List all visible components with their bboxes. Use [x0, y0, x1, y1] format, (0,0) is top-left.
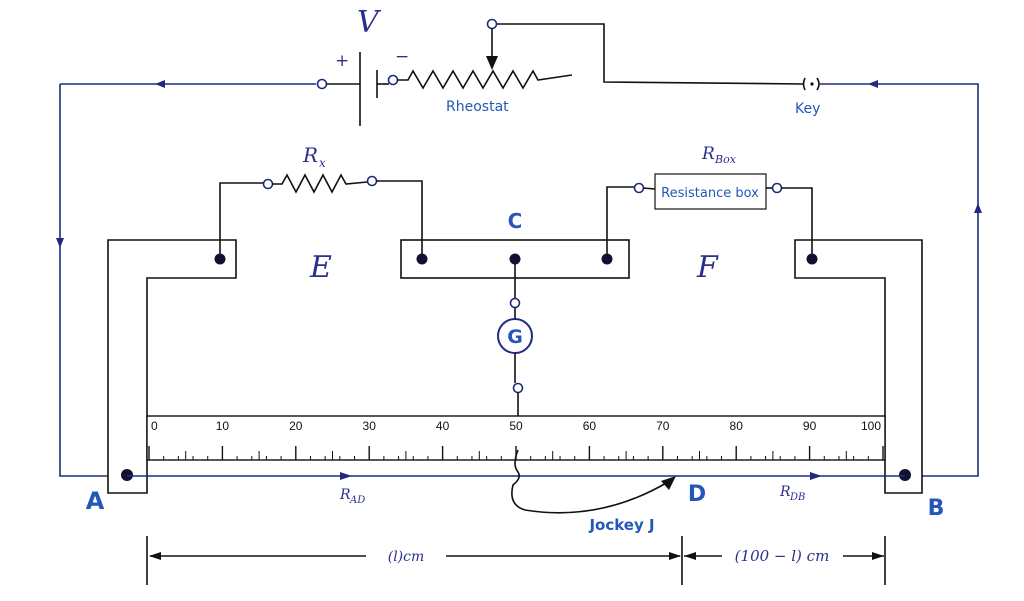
- galvanometer-label: G: [507, 326, 523, 348]
- point-d-label: D: [688, 482, 706, 507]
- node-a: [121, 469, 133, 481]
- right-outer-wire: [820, 83, 979, 477]
- battery-plus-terminal: [316, 78, 328, 90]
- current-arrows: [56, 80, 982, 480]
- scale-number: 20: [289, 419, 303, 433]
- rheostat-slider-terminal: [486, 18, 498, 30]
- scale-number: 40: [436, 419, 450, 433]
- scale-number: 0: [151, 419, 158, 433]
- unknown-resistor-rx: R x: [219, 143, 423, 258]
- node-left-strip: [214, 253, 226, 265]
- rheostat-arrow-icon: [486, 56, 498, 70]
- rdb-label-sub: DB: [789, 492, 805, 503]
- resistance-box-label: Resistance box: [661, 186, 759, 201]
- battery-label: V: [357, 5, 382, 40]
- battery-minus-terminal: [387, 74, 399, 86]
- resistance-box-rect: [654, 173, 767, 210]
- resistance-box: Resistance box R Box: [606, 144, 813, 258]
- rheostat-label: Rheostat: [446, 99, 509, 115]
- gap-e-label: E: [309, 250, 332, 285]
- scale-numbers: 0 10 20 30 40 50 60 70 80 90 100: [151, 419, 881, 433]
- plus-sign: +: [335, 51, 349, 71]
- node-mid-right: [601, 253, 613, 265]
- meter-scale: 0 10 20 30 40 50 60 70 80 90 100: [146, 415, 886, 461]
- rheostat: Rheostat: [397, 18, 573, 115]
- scale-number: 60: [583, 419, 597, 433]
- right-strip: [794, 239, 923, 494]
- end-b-label: B: [928, 496, 945, 521]
- scale-number: 80: [730, 419, 744, 433]
- minus-sign: −: [395, 47, 409, 67]
- node-c: [509, 253, 521, 265]
- rx-label: R: [302, 143, 318, 167]
- node-b: [899, 469, 911, 481]
- main-circuit-wires: [59, 23, 979, 477]
- scale-number: 10: [216, 419, 230, 433]
- scale-number: 30: [363, 419, 377, 433]
- arrow-top-left: [155, 80, 165, 88]
- end-a-label: A: [86, 487, 105, 515]
- rheostat-coil: [397, 69, 573, 90]
- rad-label-group: R AD: [339, 487, 365, 506]
- node-right-strip: [806, 253, 818, 265]
- copper-strips: [107, 239, 923, 494]
- rad-label-sub: AD: [349, 495, 365, 506]
- rbox-label-sub: Box: [714, 153, 737, 166]
- scale-number: 70: [656, 419, 670, 433]
- rdb-label-group: R DB: [779, 484, 805, 503]
- rx-coil: [272, 173, 368, 194]
- node-mid-left: [416, 253, 428, 265]
- rx-label-sub: x: [319, 156, 326, 170]
- key-left-contact: [802, 77, 806, 91]
- scale-number: 50: [509, 419, 523, 433]
- strip-nodes: [121, 253, 911, 481]
- arrow-left-down: [56, 238, 64, 248]
- jockey-label: Jockey J: [588, 516, 654, 534]
- junction-c-label: C: [508, 209, 523, 233]
- jockey-wire: [511, 449, 669, 514]
- key-to-rheostat-wire: [496, 23, 805, 85]
- dimension-lines: (l)cm (100 − l) cm: [146, 536, 886, 585]
- key: Key: [795, 77, 820, 117]
- dim-left-label: (l)cm: [388, 549, 425, 565]
- jockey: Jockey J: [511, 449, 676, 534]
- rbox-label: R: [701, 144, 715, 164]
- rad-label: R: [339, 487, 351, 503]
- key-label: Key: [795, 101, 820, 117]
- jockey-arrow-icon[interactable]: [661, 476, 676, 490]
- arrow-top-right: [868, 80, 878, 88]
- left-outer-wire: [59, 84, 125, 477]
- key-right-contact: [816, 77, 820, 91]
- gap-f-label: F: [696, 250, 719, 285]
- left-strip: [107, 239, 237, 494]
- rdb-label: R: [779, 484, 791, 500]
- scale-number: 100: [861, 419, 881, 433]
- scale-number: 90: [803, 419, 817, 433]
- battery: V + −: [316, 5, 409, 126]
- dim-right-label: (100 − l) cm: [735, 547, 830, 565]
- arrow-right-up: [974, 203, 982, 213]
